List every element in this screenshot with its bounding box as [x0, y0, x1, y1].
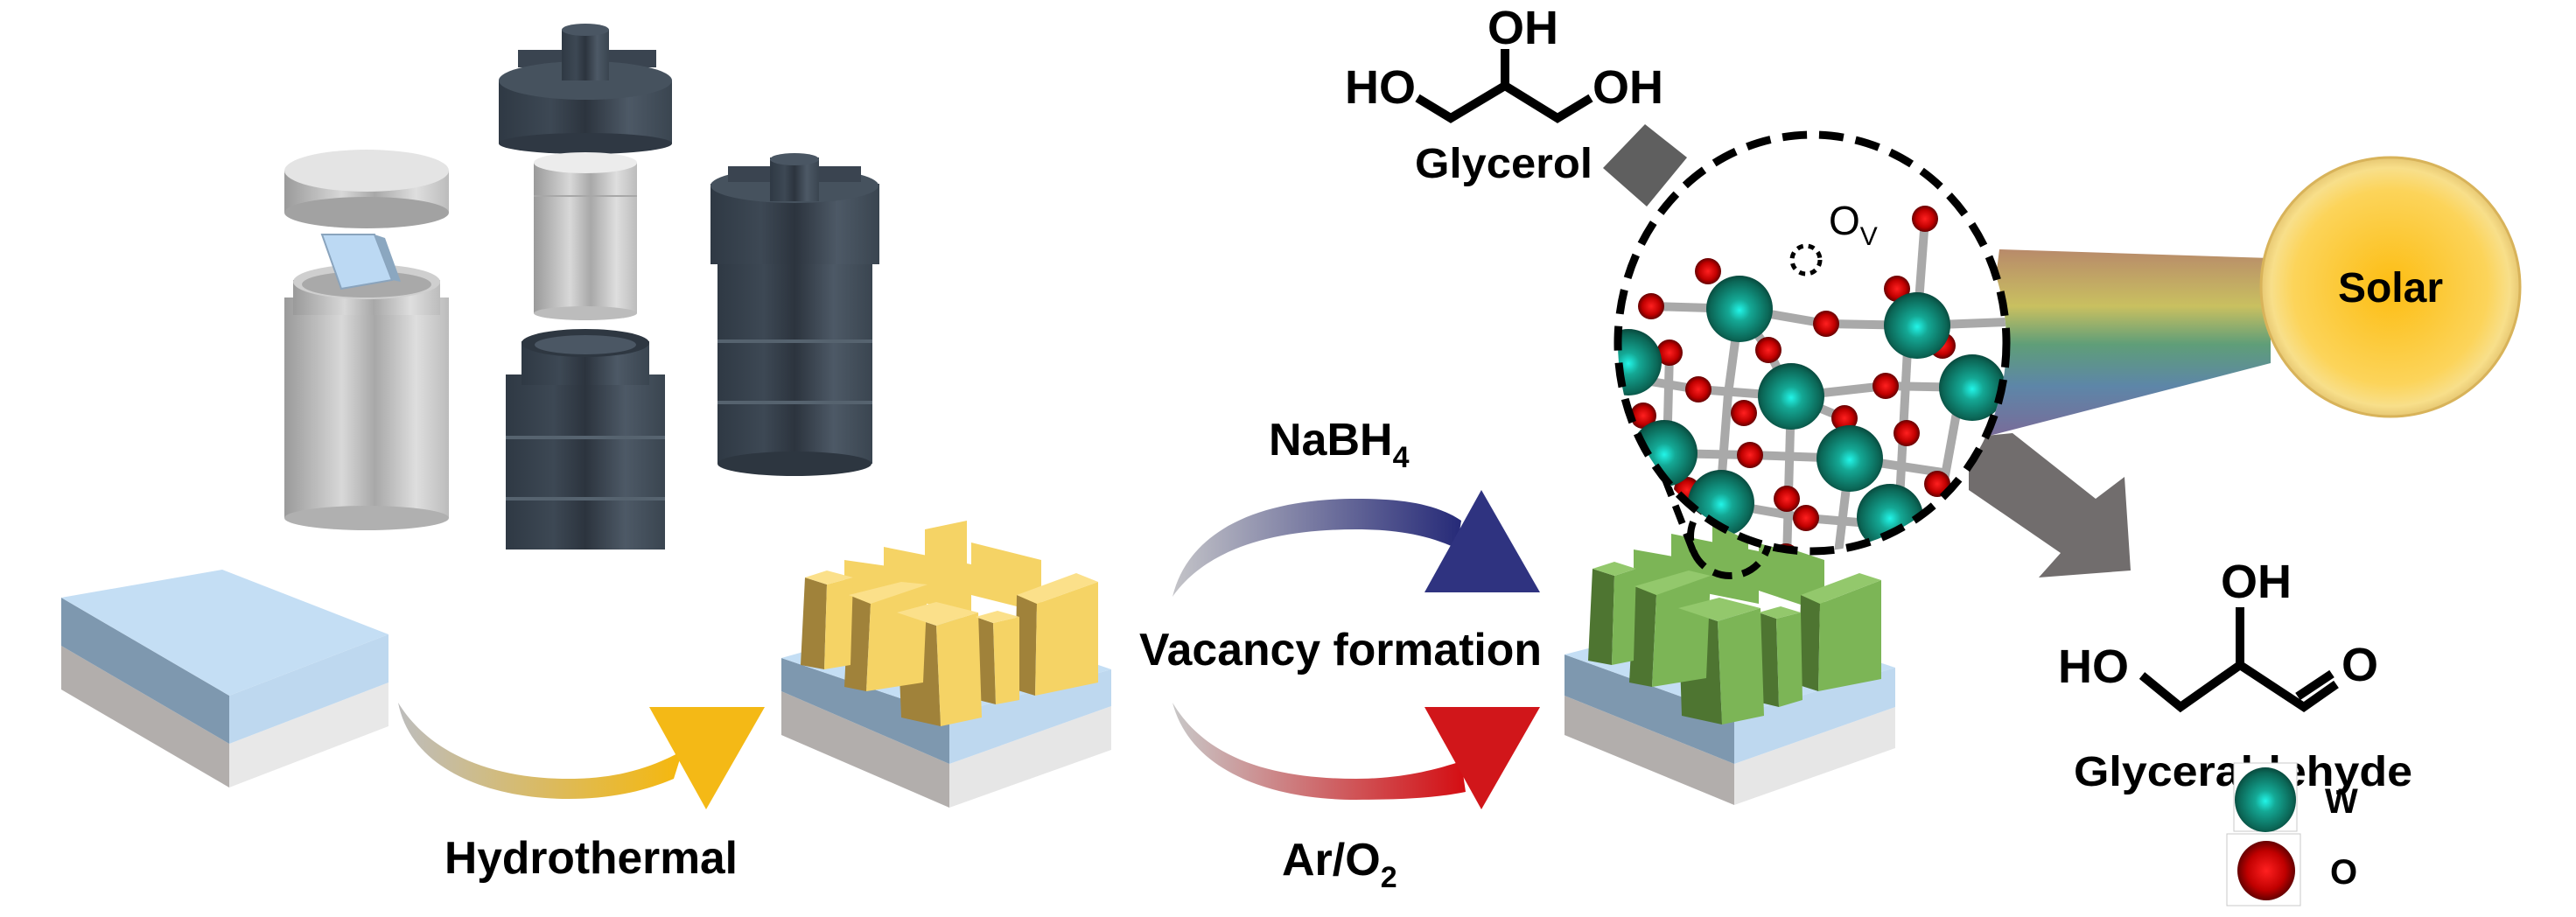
oxygen-vacancy-label: OV: [1829, 198, 1878, 251]
reduction-subscript: 4: [1393, 441, 1410, 474]
oxygen-atom: [1924, 471, 1950, 497]
substrate-chip-icon: [320, 234, 401, 290]
oxygen-atom: [1831, 405, 1858, 431]
glycerol-right-oh: OH: [1592, 61, 1663, 114]
annealing-subscript: 2: [1381, 861, 1397, 894]
annealing-label: Ar/O2: [1282, 835, 1397, 894]
solar-label: Solar: [2338, 265, 2443, 312]
sunlight-beam: [1976, 249, 2271, 439]
oxygen-atom: [1872, 373, 1899, 399]
hydrothermal-arrow: [398, 703, 765, 809]
bare-substrate: [61, 570, 388, 788]
oxygen-atom: [1656, 340, 1683, 366]
reduction-formula: NaBH: [1269, 415, 1393, 466]
autoclave-liner-lid: [284, 150, 449, 228]
oxygen-atom: [1894, 420, 1920, 446]
oxygen-atom-icon: [2237, 841, 2295, 900]
vacancy-formation-label: Vacancy formation: [1139, 625, 1542, 676]
tungsten-atom: [1939, 354, 2006, 421]
glycerol-structure: OH HO OH Glycerol: [1345, 2, 1663, 187]
reduction-label: NaBH4: [1269, 415, 1410, 474]
oxygen-atom: [1731, 400, 1757, 426]
hydrothermal-label: Hydrothermal: [444, 833, 738, 884]
legend-label-w: W: [2325, 782, 2358, 821]
tungsten-atom: [1706, 276, 1773, 342]
tungsten-atom: [1816, 425, 1883, 492]
pristine-film-device: [781, 521, 1111, 808]
oxygen-atom: [1813, 311, 1839, 337]
glycerol-top-oh: OH: [1488, 2, 1558, 54]
oxygen-atom: [1912, 206, 1938, 232]
tungsten-atom: [1758, 363, 1824, 430]
reduction-arrow: [1172, 490, 1540, 597]
oxygen-atom: [1774, 486, 1800, 512]
legend-item-o: O: [2226, 833, 2357, 906]
annealing-formula: Ar/O: [1282, 835, 1381, 886]
oxygen-atom: [1737, 442, 1763, 468]
oxygen-atom: [1685, 376, 1712, 402]
tungsten-atom: [1884, 292, 1950, 359]
autoclave-inner-liner: [534, 152, 637, 320]
autoclave-assembled: [710, 153, 879, 476]
product-arrow: [1969, 433, 2131, 578]
autoclave-liner-open: [284, 264, 449, 530]
vacancy-subscript: V: [1860, 222, 1878, 251]
oxygen-atom: [1630, 402, 1656, 429]
lattice-inset: OV: [1614, 130, 2011, 556]
oxygen-atom: [1695, 258, 1721, 284]
oxygen-vacancy-marker: [1789, 243, 1823, 276]
tungsten-atom: [1618, 329, 1662, 396]
autoclave-cap: [499, 24, 672, 154]
vacancy-symbol: O: [1829, 198, 1860, 243]
sun: Solar: [2259, 156, 2522, 418]
tungsten-atom-icon: [2235, 767, 2296, 832]
vacancy-film-device: [1564, 516, 1895, 805]
lattice-atoms: [1618, 206, 2006, 551]
oxygen-atom: [1755, 337, 1782, 363]
legend-item-w: W: [2233, 762, 2358, 832]
glyceraldehyde-structure: OH HO O Glyceraldehyde: [2058, 556, 2412, 795]
glycerol-label: Glycerol: [1415, 141, 1592, 187]
glyceraldehyde-top-oh: OH: [2221, 556, 2292, 608]
legend-label-o: O: [2330, 853, 2357, 892]
reactant-arrow: [1603, 124, 1687, 206]
annealing-arrow: [1172, 703, 1540, 809]
glycerol-left-ho: HO: [1345, 61, 1416, 114]
glyceraldehyde-carbonyl-o: O: [2342, 639, 2378, 691]
oxygen-atom: [1793, 505, 1819, 531]
glyceraldehyde-left-ho: HO: [2058, 640, 2129, 693]
atom-legend: W O: [2226, 762, 2358, 906]
autoclave-body-open: [506, 329, 665, 550]
oxygen-atom: [1638, 293, 1664, 319]
